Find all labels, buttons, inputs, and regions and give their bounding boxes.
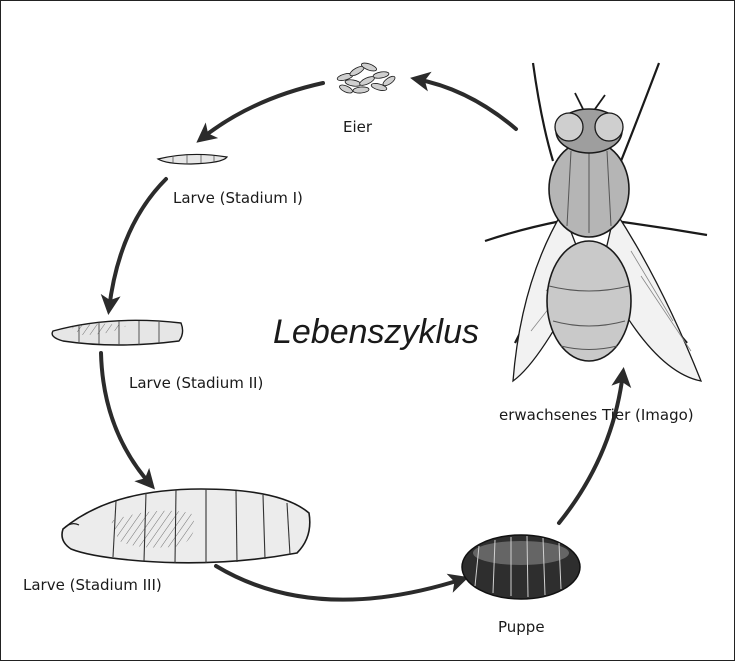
diagram-title: Lebenszyklus [273, 313, 479, 352]
arrow-larva1-to-larva2 [109, 179, 166, 309]
larva-stage-1-icon [158, 154, 227, 164]
arrow-eggs-to-larva1 [201, 83, 323, 139]
adult-fly-icon [485, 63, 707, 381]
arrow-adult-to-eggs [416, 79, 516, 129]
label-larva-stage-3: Larve (Stadium III) [23, 576, 162, 594]
arrow-pupa-to-adult [559, 373, 623, 523]
pupa-icon [462, 535, 580, 599]
arrow-larva2-to-larva3 [101, 353, 151, 485]
label-eggs: Eier [343, 118, 372, 136]
label-adult: erwachsenes Tier (Imago) [499, 406, 694, 424]
label-larva-stage-2: Larve (Stadium II) [129, 374, 263, 392]
label-larva-stage-1: Larve (Stadium I) [173, 189, 303, 207]
eggs-icon [336, 61, 396, 94]
larva-stage-2-icon [52, 320, 182, 345]
arrow-larva3-to-pupa [216, 566, 463, 600]
label-pupa: Puppe [498, 618, 545, 636]
larva-stage-3-icon [62, 489, 310, 563]
